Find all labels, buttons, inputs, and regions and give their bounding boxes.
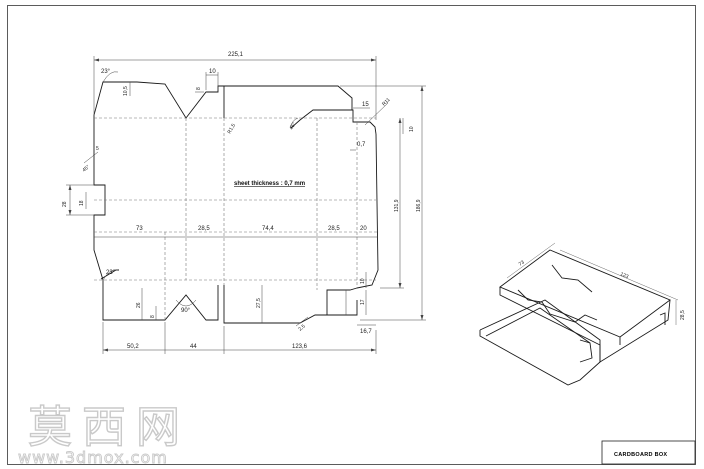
dimension-labels: 225,1 23° 10 8 10,5 R1,5 45° 15 R11 10 0… (62, 52, 422, 350)
dim-tab-top-depth: 8 (196, 87, 202, 90)
dim-overall-width: 225,1 (228, 52, 244, 58)
isometric-labels: 73 123 28,5 (518, 259, 686, 320)
dim-side-tab: 5 (96, 146, 99, 152)
dim-bottom-10: 10 (360, 278, 366, 284)
dim-panel-74-4: 74,4 (262, 226, 274, 232)
dim-corner-10: 10 (409, 126, 415, 132)
dim-side-height-28: 28 (62, 201, 68, 207)
dim-bottom-17: 17 (360, 299, 366, 305)
title-block-text: CARDBOARD BOX (614, 452, 667, 458)
dim-height-186-9: 186,9 (416, 199, 422, 212)
watermark: 莫西网 www.3dmox.com (18, 401, 190, 467)
dim-height-131-9: 131,9 (394, 199, 400, 212)
dim-angle-bottom: 23° (106, 270, 116, 276)
dim-panel-28-5-a: 28,5 (198, 226, 210, 232)
dim-radius-large: R11 (381, 97, 392, 108)
dim-tab-top-width: 10 (209, 69, 216, 75)
dim-notch-26: 26 (136, 302, 142, 308)
isometric-box-view (479, 249, 671, 386)
iso-dim-depth: 73 (518, 259, 526, 267)
dim-side-height-18: 18 (79, 200, 85, 206)
dim-panel-73: 73 (136, 226, 143, 232)
dim-radius-small: R1,5 (227, 123, 238, 135)
dim-base-44: 44 (190, 344, 197, 350)
dim-angle-45: 45° (289, 121, 298, 131)
dim-notch-8: 8 (150, 315, 156, 318)
dim-bottom-16-7: 16,7 (360, 329, 372, 335)
isometric-dimensions (506, 242, 679, 325)
dim-bottom-2-5: 2,5 (297, 323, 306, 332)
dim-base-50-2: 50,2 (127, 344, 139, 350)
sheet-border (7, 5, 696, 465)
sheet-thickness-note: sheet thickness : 0,7 mm (234, 181, 305, 187)
title-block: CARDBOARD BOX (601, 440, 696, 465)
dim-bottom-27-5: 27,5 (256, 298, 262, 308)
dim-panel-28-5-b: 28,5 (328, 226, 340, 232)
dim-slot-depth: 10,5 (123, 86, 129, 96)
dim-panel-20: 20 (360, 226, 367, 232)
dim-base-123-6: 123,6 (292, 344, 308, 350)
dim-angle-top: 23° (101, 69, 111, 75)
dimension-arrows (68, 58, 424, 352)
fold-lines (94, 117, 378, 320)
dimension-lines (66, 56, 426, 354)
watermark-brand: 莫西网 (28, 402, 190, 453)
dim-slot-width: 15 (362, 102, 369, 108)
iso-dim-length: 123 (619, 271, 629, 280)
dim-side-angle: 45° (81, 164, 91, 173)
dim-thickness: 0,7 (357, 142, 366, 148)
iso-dim-height: 28,5 (680, 310, 686, 320)
dim-angle-90: 90° (181, 308, 191, 314)
watermark-url: www.3dmox.com (18, 448, 168, 467)
